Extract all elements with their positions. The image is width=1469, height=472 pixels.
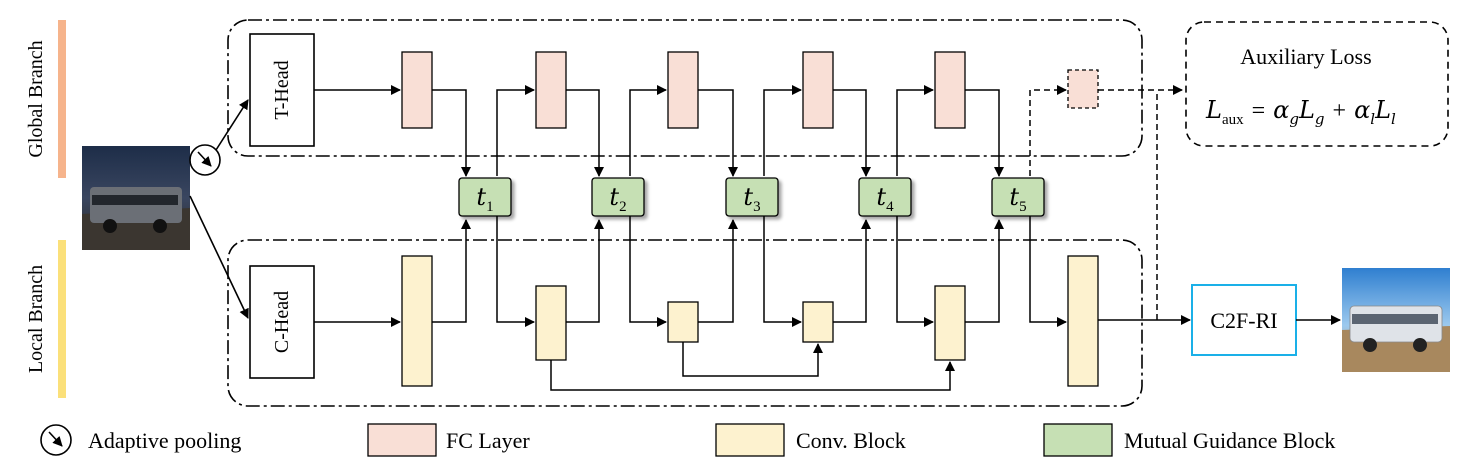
conv-block <box>802 301 834 343</box>
conv-block <box>535 285 567 361</box>
legend-conv-swatch <box>715 423 785 457</box>
alpha-symbol: α <box>1354 96 1370 124</box>
local-branch-container <box>227 239 1143 407</box>
image-to-chead-arrow <box>189 195 249 319</box>
legend-mgb-swatch <box>1043 423 1113 457</box>
global-branch-label: Global Branch <box>25 40 47 157</box>
equals-sign: = <box>1252 98 1266 124</box>
fc4-to-t4-arrow <box>833 89 871 177</box>
fc2-to-t2-arrow <box>566 89 604 177</box>
pool-to-thead-arrow <box>215 99 249 151</box>
mutual-guidance-block-t5: t5 <box>991 177 1045 217</box>
conv-block <box>401 255 433 387</box>
global-branch-container <box>227 19 1143 157</box>
global-branch-bar <box>58 20 66 178</box>
fc5-to-t5-arrow <box>965 89 1004 177</box>
mgb-letter: t <box>743 183 753 211</box>
loss-symbol: L <box>1298 96 1315 124</box>
mutual-guidance-block-t1: t1 <box>458 177 512 217</box>
conv3-to-t3-arrow <box>698 219 738 323</box>
fc-layer <box>535 51 567 129</box>
conv4-to-t4-arrow <box>833 219 871 323</box>
mgb-subscript: 2 <box>619 199 627 215</box>
conv-block <box>667 301 699 343</box>
conv5-to-t5-arrow <box>965 219 1004 323</box>
mgb-subscript: 3 <box>753 199 761 215</box>
fc3-to-t3-arrow <box>698 89 738 177</box>
legend-pooling-icon <box>40 424 72 456</box>
local-branch-label: Local Branch <box>25 265 47 373</box>
svg-text:t3: t3 <box>743 183 760 215</box>
l-subscript: l <box>1391 110 1396 128</box>
skip-conn-conv3-conv4 <box>682 342 823 377</box>
svg-text:t1: t1 <box>476 183 493 215</box>
mgb-subscript: 4 <box>886 199 894 215</box>
t5-to-fc-aux-arrow <box>1029 85 1067 176</box>
t3-to-fc4-arrow <box>763 85 802 176</box>
conv2-to-t2-arrow <box>566 219 604 323</box>
fc-layer <box>802 51 834 129</box>
auxiliary-loss-title: Auxiliary Loss <box>1240 44 1371 69</box>
conv1-to-t1-arrow <box>432 219 471 323</box>
fc-layer-aux <box>1067 69 1099 109</box>
t2-to-fc3-arrow <box>629 85 667 176</box>
l-subscript: l <box>1370 110 1375 128</box>
svg-text:t2: t2 <box>609 183 626 215</box>
t1-to-conv2-arrow <box>496 216 535 327</box>
t5-to-conv6-arrow <box>1029 216 1067 327</box>
auxiliary-loss-formula: Laux=αgLg+αlLl <box>1205 96 1396 128</box>
conv-block <box>934 285 966 361</box>
auxiliary-loss-box <box>1185 21 1449 147</box>
loss-symbol: L <box>1205 96 1222 124</box>
mgb-subscript: 1 <box>486 199 494 215</box>
t3-to-conv4-arrow <box>763 216 802 327</box>
mgb-subscript: 5 <box>1019 199 1027 215</box>
svg-text:t5: t5 <box>1009 183 1026 215</box>
legend-fc-swatch <box>367 423 437 457</box>
fc-layer <box>934 51 966 129</box>
plus-sign: + <box>1333 98 1347 124</box>
c2f-ri-label: C2F-RI <box>1210 308 1277 333</box>
conv-block <box>1067 255 1099 387</box>
legend-conv-label: Conv. Block <box>796 428 906 453</box>
loss-symbol: L <box>1374 96 1391 124</box>
t1-to-fc2-arrow <box>496 85 535 176</box>
mgb-letter: t <box>609 183 619 211</box>
local-branch-bar <box>58 240 66 398</box>
fc1-to-t1-arrow <box>432 89 471 177</box>
adaptive-pooling-icon <box>189 144 221 176</box>
g-subscript: g <box>1289 110 1299 128</box>
legend-fc-label: FC Layer <box>446 428 530 453</box>
mgb-letter: t <box>1009 183 1019 211</box>
alpha-symbol: α <box>1273 96 1289 124</box>
c-head-label: C-Head <box>271 291 293 353</box>
output-image <box>1342 268 1450 372</box>
legend: Adaptive pooling FC Layer Conv. Block Mu… <box>40 423 1335 457</box>
t4-to-conv5-arrow <box>896 216 934 327</box>
g-subscript: g <box>1315 110 1325 128</box>
mutual-guidance-block-t3: t3 <box>725 177 779 217</box>
loss-subscript: aux <box>1222 112 1244 128</box>
t2-to-conv3-arrow <box>629 216 667 327</box>
mgb-letter: t <box>476 183 486 211</box>
skip-conn-conv2-conv5 <box>550 360 955 391</box>
svg-text:t4: t4 <box>876 183 894 215</box>
c-head-box <box>249 265 315 379</box>
mutual-guidance-block-t2: t2 <box>591 177 645 217</box>
t4-to-fc5-arrow <box>896 85 934 176</box>
input-image <box>82 146 190 250</box>
t-head-box <box>249 33 315 147</box>
legend-mgb-label: Mutual Guidance Block <box>1124 428 1335 453</box>
fc-layer <box>667 51 699 129</box>
legend-pooling-label: Adaptive pooling <box>88 428 241 453</box>
fc-layer <box>401 51 433 129</box>
t-head-label: T-Head <box>271 60 293 119</box>
mgb-letter: t <box>876 183 886 211</box>
mutual-guidance-block-t4: t4 <box>858 177 912 217</box>
